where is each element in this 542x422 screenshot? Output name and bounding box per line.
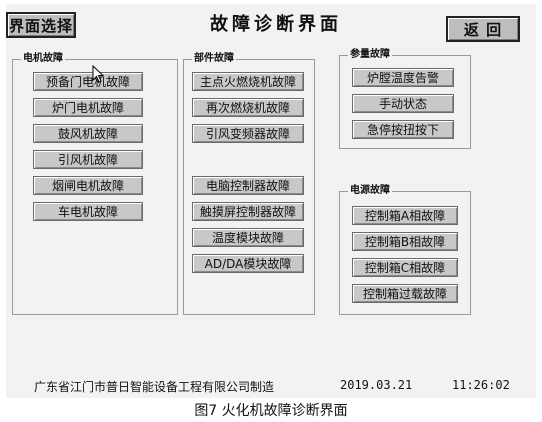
variable-fault-furnace-temp[interactable]: 炉膛温度告警: [352, 68, 454, 87]
motor-fault-flue-gate[interactable]: 烟闸电机故障: [33, 176, 143, 195]
variable-fault-manual-state[interactable]: 手动状态: [352, 94, 454, 113]
diagnosis-screen: 界面选择 故障诊断界面 返 回 电机故障 预备门电机故障 炉门电机故障 鼓风机故…: [6, 4, 536, 398]
page-title: 故障诊断界面: [210, 14, 342, 35]
power-fault-phase-c[interactable]: 控制箱C相故障: [352, 258, 458, 277]
component-fault-secondary-burner[interactable]: 再次燃烧机故障: [192, 98, 304, 117]
power-fault-group: 电源故障 控制箱A相故障 控制箱B相故障 控制箱C相故障 控制箱过载故障: [339, 185, 471, 315]
component-fault-group: 部件故障 主点火燃烧机故障 再次燃烧机故障 引风变频器故障 电脑控制器故障 触摸…: [183, 53, 315, 315]
variable-fault-group: 参量故障 炉膛温度告警 手动状态 急停按扭按下: [339, 49, 471, 149]
date-display: 2019.03.21: [340, 378, 413, 392]
mouse-pointer-icon: [92, 65, 104, 83]
power-fault-phase-a[interactable]: 控制箱A相故障: [352, 206, 458, 225]
motor-fault-label: 电机故障: [21, 53, 65, 65]
component-fault-touchscreen[interactable]: 触摸屏控制器故障: [192, 202, 304, 221]
component-fault-temp-module[interactable]: 温度模块故障: [192, 228, 304, 247]
component-fault-fan-inverter[interactable]: 引风变频器故障: [192, 124, 304, 143]
variable-fault-emergency-stop[interactable]: 急停按扭按下: [352, 120, 454, 139]
power-fault-overload[interactable]: 控制箱过载故障: [352, 284, 458, 303]
figure-caption: 图7 火化机故障诊断界面: [194, 403, 348, 419]
motor-fault-group: 电机故障 预备门电机故障 炉门电机故障 鼓风机故障 引风机故障 烟闸电机故障 车…: [12, 53, 178, 315]
component-fault-main-ignition[interactable]: 主点火燃烧机故障: [192, 72, 304, 91]
motor-fault-furnace-door[interactable]: 炉门电机故障: [33, 98, 143, 117]
variable-fault-label: 参量故障: [348, 49, 392, 61]
motor-fault-cart[interactable]: 车电机故障: [33, 202, 143, 221]
motor-fault-blower[interactable]: 鼓风机故障: [33, 124, 143, 143]
component-fault-pc-controller[interactable]: 电脑控制器故障: [192, 176, 304, 195]
power-fault-phase-b[interactable]: 控制箱B相故障: [352, 232, 458, 251]
menu-select-button[interactable]: 界面选择: [6, 12, 76, 38]
component-fault-label: 部件故障: [192, 53, 236, 65]
back-button[interactable]: 返 回: [446, 16, 520, 42]
manufacturer-text: 广东省江门市普日智能设备工程有限公司制造: [34, 380, 275, 394]
time-display: 11:26:02: [452, 378, 510, 392]
power-fault-label: 电源故障: [348, 185, 392, 197]
component-fault-adda-module[interactable]: AD/DA模块故障: [192, 254, 304, 273]
motor-fault-induced-fan[interactable]: 引风机故障: [33, 150, 143, 169]
motor-fault-prep-door[interactable]: 预备门电机故障: [33, 72, 143, 91]
